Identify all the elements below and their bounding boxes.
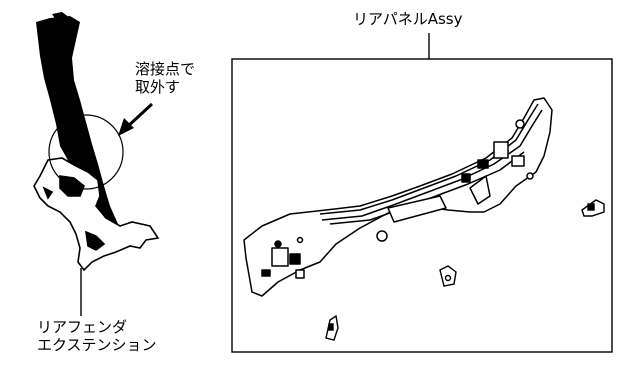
small-bracket-part-center: [439, 265, 457, 287]
rear-pillar-part: [36, 12, 124, 236]
weld-note-label: 溶接点で 取外す: [135, 60, 195, 96]
weld-note-line-1: 溶接点で: [135, 60, 196, 78]
weld-point-callout-circle: [48, 114, 124, 190]
rear-panel-assy-part: [243, 97, 553, 297]
arrow-icon: [118, 102, 154, 136]
weld-note-line-2: 取外す: [135, 78, 181, 96]
small-bracket-part-lower: [325, 314, 339, 341]
rear-fender-extension-label: リアフェンダ エクステンション: [37, 318, 157, 354]
small-bracket-part-right: [581, 199, 605, 217]
extension-label-line-1: リアフェンダ: [37, 318, 128, 336]
extension-label-line-2: エクステンション: [37, 336, 157, 354]
rear-panel-assy-label: リアパネルAssy: [353, 10, 463, 28]
